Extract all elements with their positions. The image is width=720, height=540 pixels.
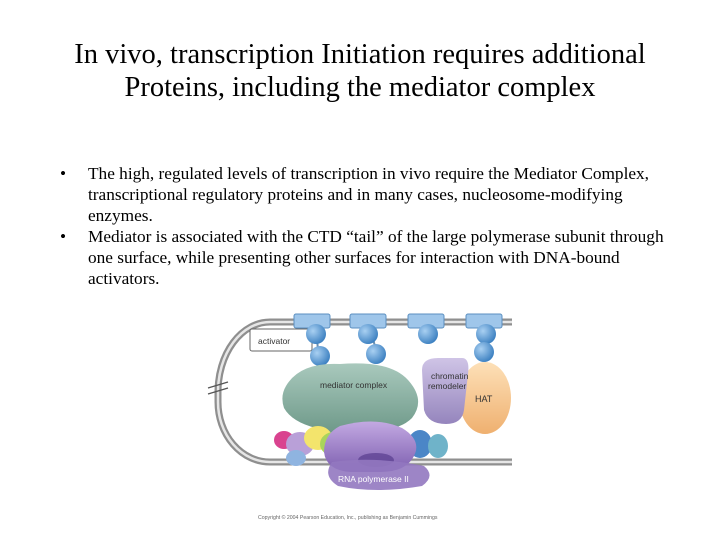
activator-proteins [293, 313, 503, 366]
activator-label: activator [258, 336, 290, 346]
bullet-text: The high, regulated levels of transcript… [88, 164, 650, 225]
hat-protein [459, 362, 511, 434]
mediator-diagram: activator HAT chromatin remodeler [207, 313, 512, 521]
bullet-list: • The high, regulated levels of transcri… [58, 163, 668, 289]
copyright-text: Copyright © 2004 Pearson Education, Inc.… [258, 514, 438, 521]
slide-title: In vivo, transcription Initiation requir… [74, 39, 646, 103]
hat-label: HAT [475, 394, 493, 404]
rna-polymerase-lower [328, 459, 430, 490]
bullet-dot: • [60, 164, 67, 183]
bullet-item: • The high, regulated levels of transcri… [58, 163, 668, 226]
mediator-complex-figure: activator HAT chromatin remodeler [200, 310, 530, 525]
rna-polymerase-label: RNA polymerase II [338, 474, 409, 484]
chromatin-remodeler [422, 358, 469, 424]
bullet-dot: • [60, 227, 67, 246]
chromatin-remodeler-label-1: chromatin [431, 371, 469, 381]
bullet-text: Mediator is associated with the CTD “tai… [88, 227, 664, 288]
chromatin-remodeler-label-2: remodeler [428, 381, 466, 391]
bullet-item: • Mediator is associated with the CTD “t… [58, 226, 668, 289]
mediator-label: mediator complex [320, 380, 388, 390]
dna-break-mark [207, 381, 229, 395]
mediator-complex [282, 363, 419, 434]
